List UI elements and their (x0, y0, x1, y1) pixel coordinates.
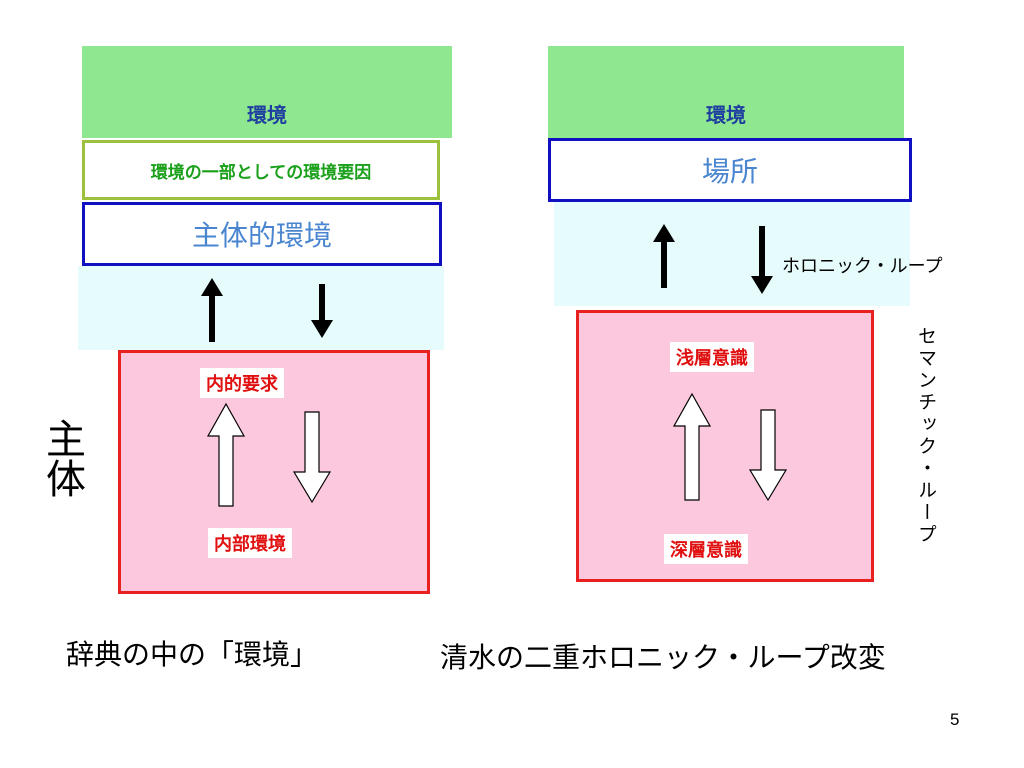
left-inner-down-arrow (292, 411, 332, 504)
environmental-factor-label: 環境の一部としての環境要因 (150, 162, 372, 183)
holonic-loop-label: ホロニック・ループ (782, 256, 943, 277)
deep-consciousness-tag: 深層意識 (664, 534, 748, 564)
place-box: 場所 (548, 138, 912, 202)
right-environment-label: 環境 (706, 103, 746, 127)
semantic-loop-label: セマンチック・ループ (915, 326, 937, 546)
right-inner-down-arrow (748, 409, 788, 502)
left-down-arrow (311, 284, 333, 338)
subjective-environment-box: 主体的環境 (82, 202, 442, 266)
subject-label: 主体 (39, 418, 85, 498)
place-label: 場所 (701, 155, 758, 188)
shallow-consciousness-tag: 浅層意識 (670, 342, 754, 372)
page-number: 5 (950, 710, 960, 729)
environmental-factor-box: 環境の一部としての環境要因 (82, 140, 440, 200)
right-down-arrow (751, 226, 773, 294)
left-caption: 辞典の中の「環境」 (66, 638, 319, 671)
inner-environment-tag: 内部環境 (208, 528, 292, 558)
left-inner-up-arrow (206, 402, 246, 507)
left-interaction-band (78, 266, 444, 350)
right-inner-up-arrow (672, 392, 712, 501)
right-caption: 清水の二重ホロニック・ループ改変 (440, 641, 886, 674)
right-environment-block: 環境 (548, 46, 904, 138)
left-environment-block: 環境 (82, 46, 452, 138)
subjective-environment-label: 主体的環境 (191, 219, 332, 252)
inner-demand-tag: 内的要求 (200, 368, 284, 398)
left-up-arrow (201, 278, 223, 342)
right-interaction-band (554, 202, 910, 306)
left-environment-label: 環境 (247, 103, 287, 127)
right-up-arrow (653, 224, 675, 288)
